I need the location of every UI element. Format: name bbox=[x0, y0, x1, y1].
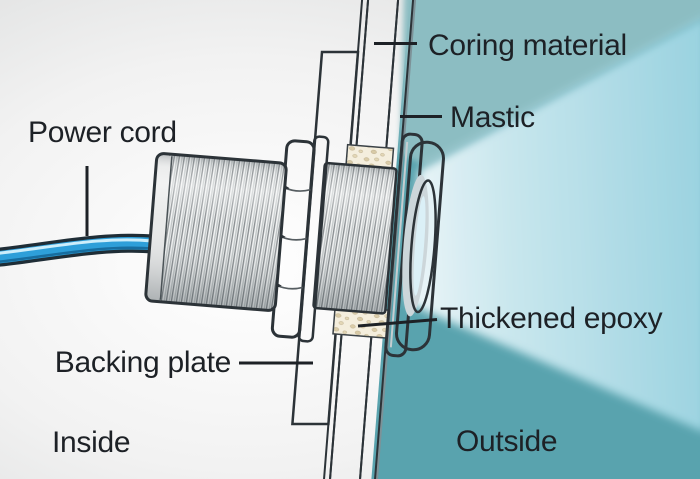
transducer-stem bbox=[312, 161, 398, 315]
label-mastic: Mastic bbox=[450, 101, 535, 134]
label-outside: Outside bbox=[456, 425, 557, 458]
label-coring-material: Coring material bbox=[428, 29, 627, 62]
cable-body bbox=[0, 236, 155, 264]
label-inside: Inside bbox=[52, 426, 130, 459]
sonar-beam bbox=[407, 19, 700, 431]
dome-lens-highlight bbox=[413, 196, 426, 296]
water-upper-shade bbox=[400, 0, 700, 165]
leader-thickened-epoxy bbox=[357, 318, 438, 328]
cable-shadow-stripe bbox=[0, 246, 154, 263]
cable-highlight-stripe bbox=[0, 238, 153, 255]
power-cord-cable bbox=[0, 233, 155, 267]
dome-lens bbox=[409, 179, 437, 314]
label-power-cord: Power cord bbox=[28, 116, 177, 149]
transducer-dome-head bbox=[395, 140, 445, 352]
transducer-body bbox=[144, 152, 288, 312]
label-thickened-epoxy: Thickened epoxy bbox=[440, 302, 663, 335]
label-backing-plate: Backing plate bbox=[55, 346, 231, 379]
